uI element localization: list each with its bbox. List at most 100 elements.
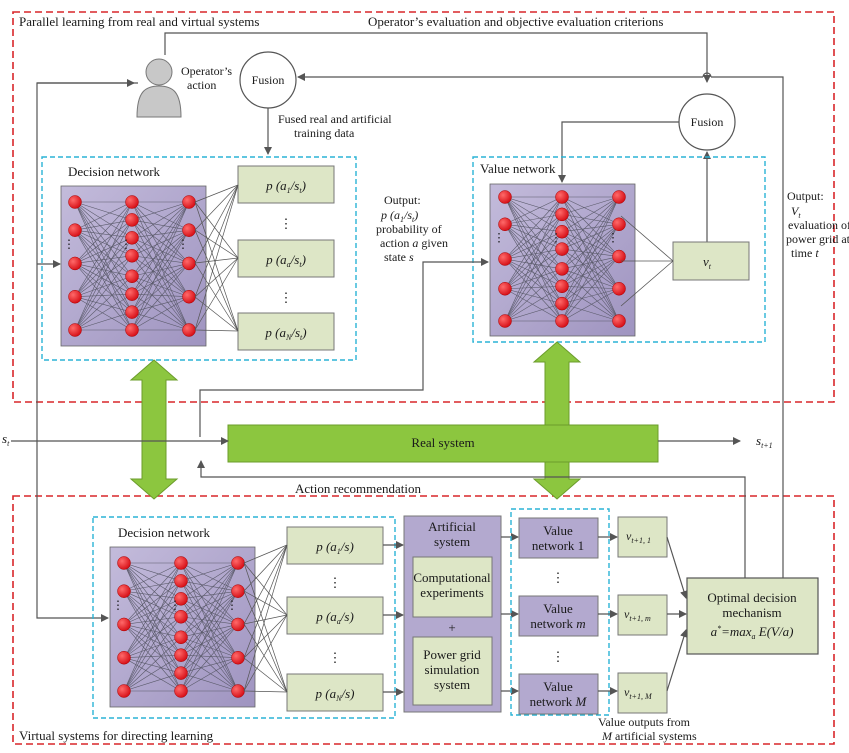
nn-ellipsis: ⋮ xyxy=(169,598,181,612)
nn-node xyxy=(231,556,245,570)
fanout-edge xyxy=(243,614,288,625)
nn-edge xyxy=(123,657,182,692)
fanout-edge xyxy=(194,296,239,332)
nn-edge xyxy=(74,293,133,331)
top-decision-network-title: Decision network xyxy=(68,164,161,179)
nn-edge xyxy=(504,196,563,232)
fanout-edge xyxy=(243,590,288,693)
nn-node xyxy=(125,305,139,319)
real-system-label: Real system xyxy=(411,435,474,450)
nn-node xyxy=(117,584,131,598)
nn-edge xyxy=(180,624,239,692)
top-prob-1: p (a1/st) xyxy=(265,178,306,195)
nn-node xyxy=(68,289,82,304)
value-network-M-box xyxy=(518,673,599,715)
nn-node xyxy=(182,256,196,271)
nn-edge xyxy=(504,196,563,260)
nn-node xyxy=(498,190,512,204)
top-vt-label: vt xyxy=(703,254,712,271)
nn-node xyxy=(231,650,245,665)
nn-edge xyxy=(561,268,620,290)
nn-edge xyxy=(131,201,190,264)
nn-edge xyxy=(123,624,182,674)
nn-edge xyxy=(180,624,239,674)
fanout-edge xyxy=(194,257,239,264)
nn-node xyxy=(174,648,188,662)
nn-node xyxy=(117,650,131,665)
nn-edge xyxy=(561,256,620,322)
power-grid-sim-label-2: simulation xyxy=(425,662,480,677)
nn-edge xyxy=(180,672,239,692)
state-st: st xyxy=(2,431,10,448)
nn-edge xyxy=(561,248,620,257)
nn-edge xyxy=(123,636,182,659)
bottom-decision-network-border xyxy=(92,516,396,719)
nn-edge xyxy=(74,201,133,295)
nn-edge xyxy=(561,196,620,215)
output-v-line3: power grid at xyxy=(786,232,849,246)
optimal-decision-label-1: Optimal decision xyxy=(707,590,797,605)
nn-edge xyxy=(131,230,190,331)
nn-ellipsis: ⋮ xyxy=(177,237,189,251)
top-prob-a: p (aa/st) xyxy=(265,252,306,269)
value-outputs-label-1: Value outputs from xyxy=(598,715,691,729)
output-v-line2: evaluation of xyxy=(788,218,849,232)
nn-edge xyxy=(561,224,620,270)
nn-edge xyxy=(504,214,563,260)
nn-edge xyxy=(131,263,190,313)
nn-node xyxy=(68,256,82,271)
nn-edge xyxy=(504,248,563,290)
nn-edge xyxy=(131,255,190,331)
nn-edge xyxy=(74,229,133,313)
nn-edge xyxy=(131,219,190,264)
nn-edge xyxy=(180,562,239,656)
nn-edge xyxy=(504,196,563,304)
nn-edge xyxy=(74,237,133,297)
nn-edge xyxy=(131,229,190,277)
nn-edge xyxy=(74,201,133,264)
nn-edge xyxy=(131,255,190,297)
nn-node xyxy=(612,190,626,204)
nn-edge xyxy=(74,296,133,313)
nn-edge xyxy=(504,285,563,290)
nn-node xyxy=(182,289,196,304)
nn-edge xyxy=(504,214,563,322)
output-v-formula: Vt xyxy=(791,204,801,220)
nn-node xyxy=(174,574,188,588)
nn-node xyxy=(174,684,188,698)
nn-edge xyxy=(561,196,620,287)
top-decision-nn: ⋮⋮⋮ xyxy=(63,195,196,337)
nn-edge xyxy=(180,580,239,592)
nn-edge xyxy=(123,562,182,658)
nn-edge xyxy=(504,258,563,322)
fanout-edge xyxy=(194,201,239,332)
nn-edge xyxy=(131,276,190,331)
nn-edge xyxy=(561,196,620,250)
top-value-nn: ⋮⋮⋮ xyxy=(493,190,626,328)
nn-edge xyxy=(123,580,182,625)
nn-node xyxy=(555,190,569,204)
nn-edge xyxy=(131,311,190,331)
fanout-edge xyxy=(243,544,288,625)
nn-edge xyxy=(123,590,182,600)
nn-ellipsis: ⋮ xyxy=(607,231,619,245)
nn-edge xyxy=(561,256,620,304)
nn-edge xyxy=(504,231,563,260)
nn-edge xyxy=(504,196,563,322)
nn-edge xyxy=(131,219,190,231)
nn-edge xyxy=(123,598,182,625)
nn-edge xyxy=(561,285,620,290)
nn-node xyxy=(182,223,196,237)
nn-edge xyxy=(561,214,620,257)
v-label-1: vt+1, 1 xyxy=(626,529,651,545)
nn-edge xyxy=(123,590,182,656)
nn-ellipsis: ⋮ xyxy=(112,598,124,612)
nn-node xyxy=(125,195,139,209)
fanout-edge xyxy=(243,623,288,693)
fanout-edge xyxy=(243,614,288,692)
nn-edge xyxy=(123,598,182,658)
nn-edge xyxy=(180,562,239,658)
nn-edge xyxy=(180,598,239,692)
fanout-edge xyxy=(194,184,239,298)
nn-edge xyxy=(74,201,133,297)
